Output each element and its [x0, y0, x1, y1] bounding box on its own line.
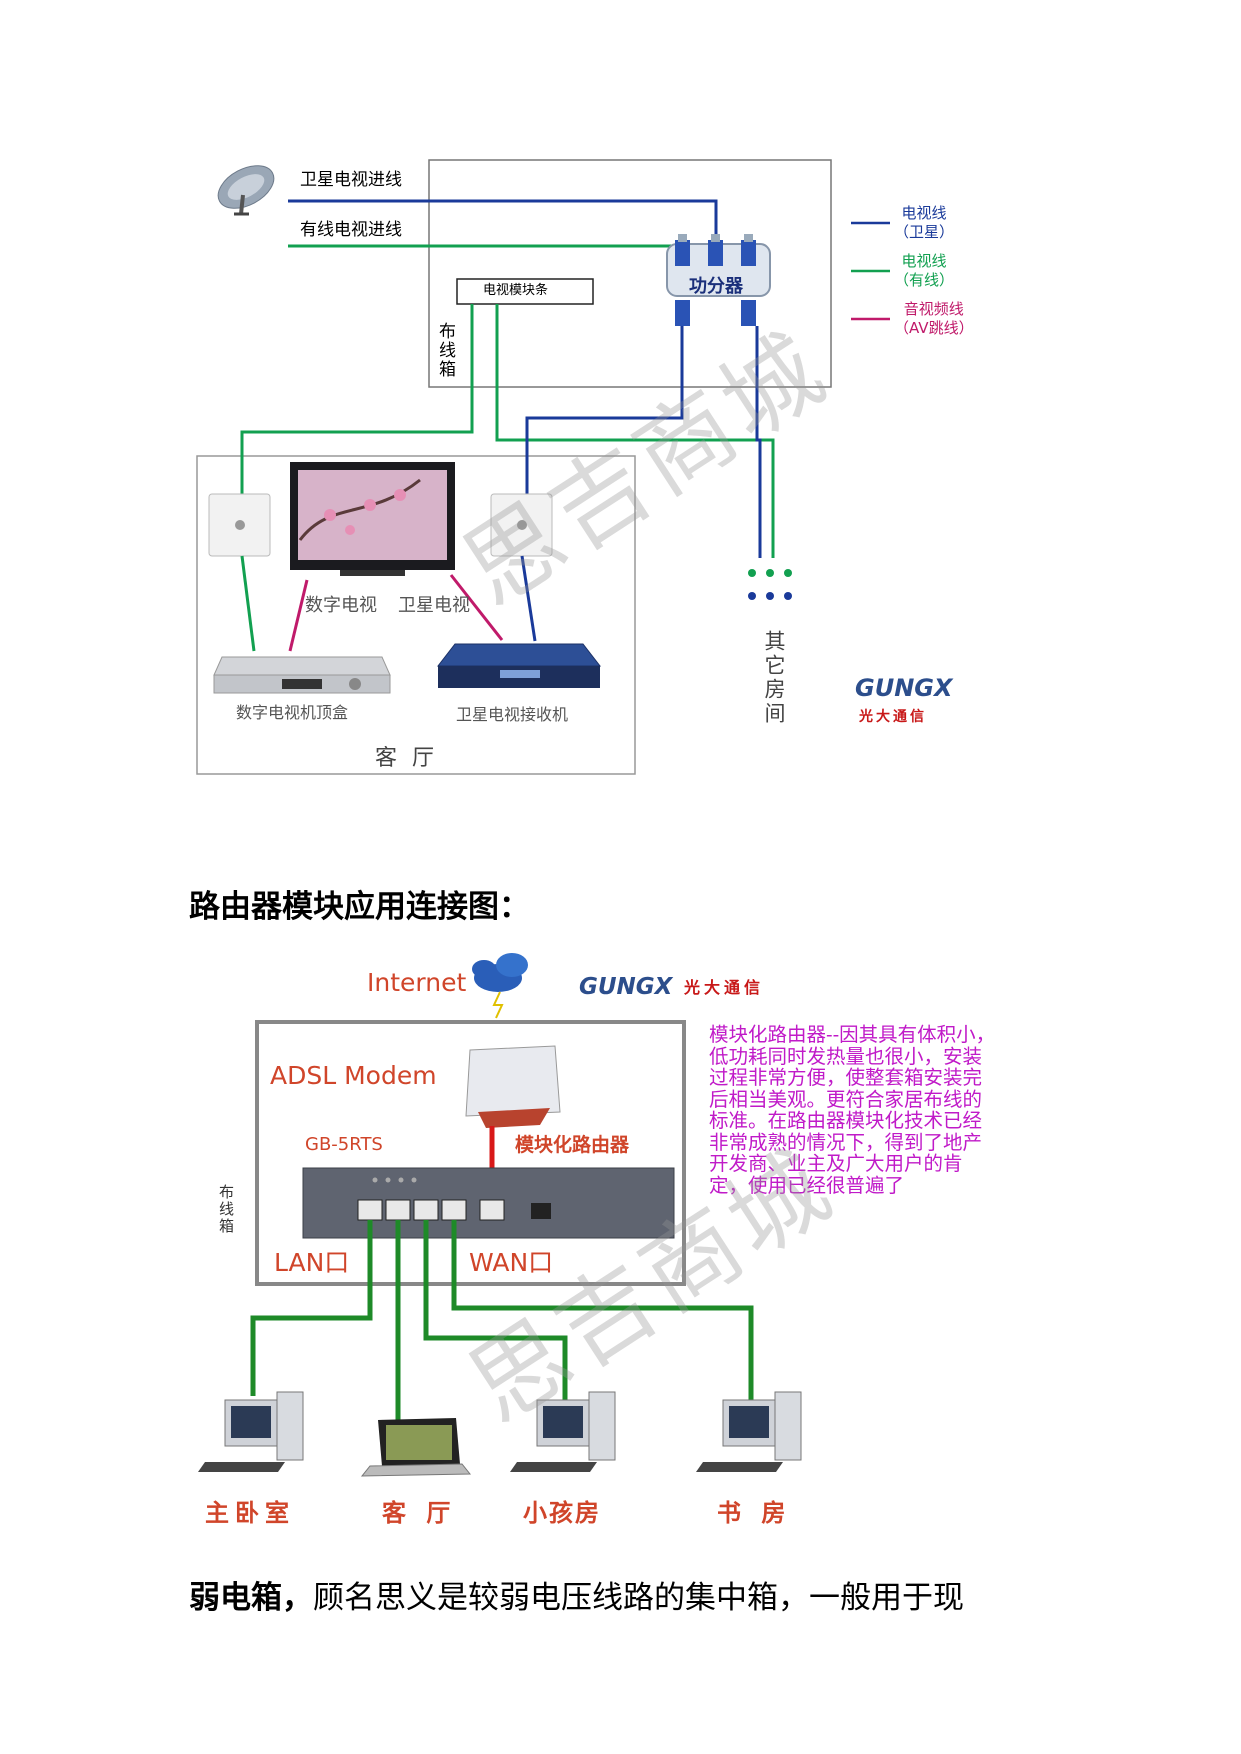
module-strip-box	[456, 278, 594, 305]
internet-label: Internet	[367, 968, 467, 997]
cloud-icon	[472, 953, 528, 1019]
living-room-label: 客 厅	[375, 746, 438, 771]
stb-label: 数字电视机顶盒	[236, 703, 349, 722]
splitter-device	[666, 234, 771, 326]
wiring-box-label: 布线箱	[435, 322, 455, 379]
sat-feed-label: 卫星电视进线	[300, 170, 402, 190]
room-living: 客 厅	[382, 1499, 457, 1527]
wall-plate-right	[490, 493, 553, 557]
brand-logo-top: GUNGX	[855, 674, 953, 702]
wiring-box-outline	[428, 159, 832, 388]
paragraph-bold-term: 弱电箱，	[189, 1580, 313, 1616]
brand-cn-bottom: 光大通信	[684, 978, 765, 997]
router-panel-icon	[302, 1167, 675, 1239]
legend-av: 音视频线 （AV跳线）	[894, 300, 974, 338]
cable-feed-label: 有线电视进线	[300, 220, 402, 240]
living-room-outline	[196, 455, 636, 775]
intro-paragraph: 弱电箱，顾名思义是较弱电压线路的集中箱，一般用于现	[189, 1572, 964, 1617]
lan-label: LAN口	[274, 1248, 350, 1277]
adsl-modem-icon	[465, 1045, 561, 1128]
legend-cable-line2: （有线）	[894, 271, 955, 289]
laptop-icon	[360, 1418, 472, 1477]
desktop-pc-icon-2	[510, 1391, 616, 1472]
module-router-label: 模块化路由器	[515, 1134, 630, 1156]
tv-diagram-lines	[196, 159, 890, 775]
legend-sat-line1: 电视线	[901, 204, 947, 222]
router-box-outline	[255, 1020, 686, 1286]
router-description: 模块化路由器--因其具有体积小，低功耗同时发热量也很小，安装过程非常方便，使整套…	[709, 1023, 996, 1197]
sat-feed-line	[288, 199, 718, 236]
splitter-label: 功分器	[689, 276, 743, 297]
flat-tv-icon	[290, 462, 455, 576]
adsl-modem-label: ADSL Modem	[270, 1061, 437, 1090]
wan-label: WAN口	[469, 1248, 554, 1277]
sat-tv-label: 卫星电视	[398, 595, 470, 616]
section-heading: 路由器模块应用连接图：	[189, 889, 530, 925]
sat-receiver-label: 卫星电视接收机	[456, 705, 569, 724]
digital-tv-label: 数字电视	[305, 595, 377, 616]
model-label: GB-5RTS	[305, 1134, 383, 1155]
legend-sat-line2: （卫星）	[894, 223, 955, 241]
legend-av-line2: （AV跳线）	[894, 319, 974, 337]
other-rooms-label: 其它房间	[762, 630, 786, 726]
set-top-box-icon	[213, 656, 391, 694]
router-diagram-lines	[198, 953, 802, 1477]
module-strip-label: 电视模块条	[483, 283, 549, 298]
room-master-bedroom: 主卧室	[205, 1499, 295, 1527]
desktop-pc-icon-3	[696, 1391, 802, 1472]
legend-cable-line1: 电视线	[901, 252, 947, 270]
wall-plate-left	[208, 493, 271, 557]
legend-av-line1: 音视频线	[903, 300, 964, 318]
paragraph-rest: 顾名思义是较弱电压线路的集中箱，一般用于现	[313, 1580, 964, 1616]
brand-cn-top: 光大通信	[859, 709, 927, 725]
legend-cable: 电视线 （有线）	[894, 252, 954, 290]
room-study: 书 房	[717, 1499, 792, 1527]
satellite-dish-icon	[217, 165, 275, 216]
legend-sat: 电视线 （卫星）	[894, 204, 954, 242]
desktop-pc-icon-1	[198, 1391, 304, 1472]
sat-receiver-icon	[436, 643, 602, 688]
router-wiring-box-label: 布线箱	[217, 1184, 235, 1235]
room-kids: 小孩房	[523, 1499, 601, 1527]
brand-logo-bottom: GUNGX	[579, 974, 673, 1000]
